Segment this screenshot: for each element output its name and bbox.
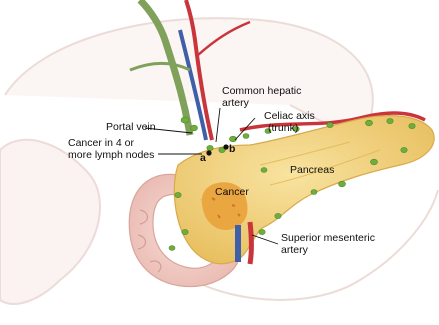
superior-mesenteric-label-line2: artery bbox=[281, 244, 309, 256]
marker-b-dot bbox=[223, 144, 228, 149]
common-hepatic-label-line2: artery bbox=[222, 97, 250, 109]
portal-vein-label: Portal vein bbox=[106, 121, 156, 133]
marker-b-label: b bbox=[229, 143, 235, 155]
marker-a-dot bbox=[206, 150, 211, 155]
sm-artery bbox=[250, 222, 252, 264]
cancer-label: Cancer bbox=[215, 186, 249, 198]
common-hepatic-label-line1: Common hepatic bbox=[222, 85, 301, 97]
celiac-axis-label-line2: (trunk) bbox=[268, 122, 298, 134]
pancreas-label: Pancreas bbox=[290, 164, 334, 176]
lymph-nodes-label-line1: Cancer in 4 or bbox=[68, 137, 134, 149]
lymph-nodes-label-line2: more lymph nodes bbox=[68, 149, 154, 161]
liver-outline bbox=[0, 140, 100, 304]
marker-a-label: a bbox=[200, 152, 206, 164]
celiac-axis-label-line1: Celiac axis bbox=[264, 110, 315, 122]
superior-mesenteric-label-line1: Superior mesenteric bbox=[281, 232, 375, 244]
